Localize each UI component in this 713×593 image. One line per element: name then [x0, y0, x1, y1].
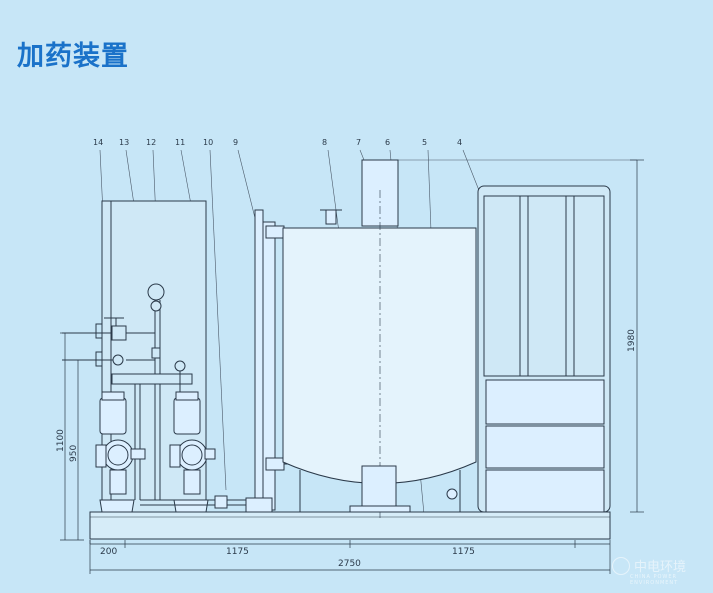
dim-1175-right: 1175: [452, 547, 475, 557]
dim-200: 200: [100, 547, 117, 557]
callout-10: 10: [203, 138, 213, 147]
left-piping: [62, 283, 193, 500]
watermark-logo-icon: [612, 556, 630, 575]
dim-950: 950: [69, 445, 79, 462]
callout-14: 14: [93, 138, 103, 147]
level-gauge: [245, 209, 300, 513]
callout-8: 8: [322, 138, 327, 147]
dim-1100: 1100: [56, 429, 66, 452]
base-skid: [89, 511, 611, 540]
callout-11: 11: [175, 138, 185, 147]
callout-13: 13: [119, 138, 129, 147]
callout-6: 6: [385, 138, 390, 147]
watermark: 中电环境: [612, 556, 686, 575]
dim-1980: 1980: [627, 329, 637, 352]
page-title: 加药装置: [17, 41, 129, 72]
watermark-text: 中电环境: [634, 560, 687, 575]
callout-7: 7: [356, 138, 361, 147]
watermark-subtext: CHINA POWER ENVIRONMENT: [630, 574, 679, 586]
callout-labels: 14 13 12 11 10 9 8 7 6 5 4: [93, 138, 462, 147]
dosing-pump-2: [169, 391, 216, 513]
callout-12: 12: [146, 138, 156, 147]
callout-5: 5: [422, 138, 427, 147]
dosing-tank: [282, 159, 477, 520]
callout-9: 9: [233, 138, 238, 147]
dim-2750: 2750: [338, 559, 361, 569]
dosing-pump-1: [95, 391, 146, 513]
dimension-lines: [60, 159, 644, 574]
dim-1175-left: 1175: [226, 547, 249, 557]
right-control-cabinet: [477, 185, 611, 513]
callout-4: 4: [457, 138, 462, 147]
